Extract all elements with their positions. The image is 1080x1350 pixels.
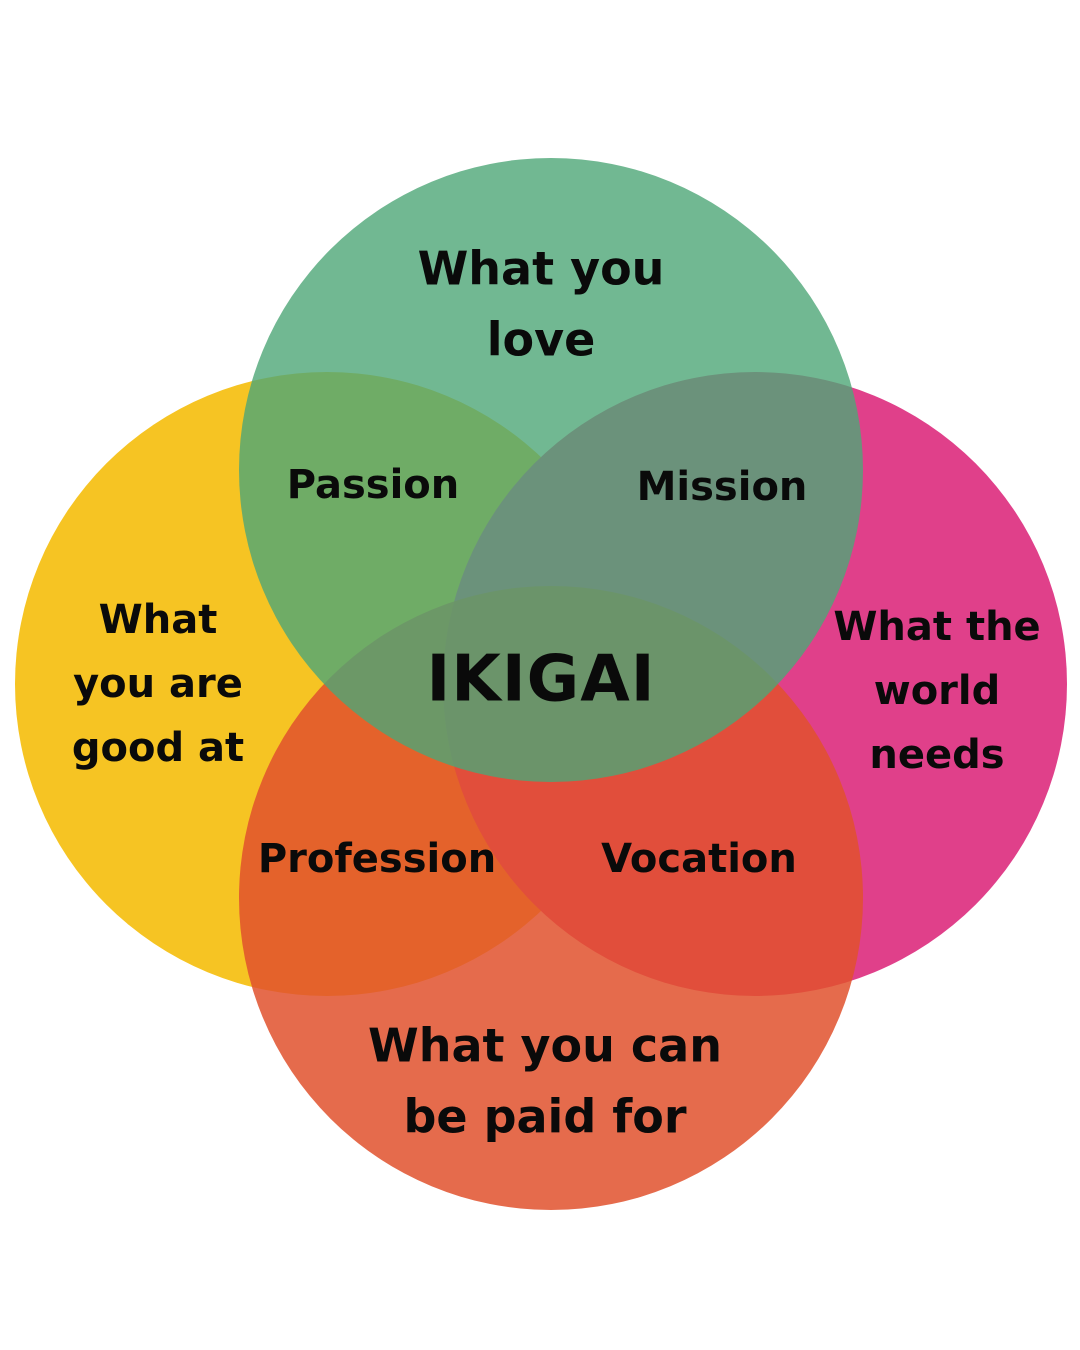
circle-love bbox=[239, 158, 863, 782]
label-mission: Mission bbox=[636, 464, 808, 510]
label-vocation: Vocation bbox=[601, 836, 797, 882]
label-ikigai-center: IKIGAI bbox=[426, 642, 656, 717]
label-profession: Profession bbox=[257, 836, 497, 882]
label-passion: Passion bbox=[286, 462, 460, 508]
label-what-you-are-good-at: What you are good at bbox=[71, 597, 245, 771]
label-what-you-can-be-paid-for: What you can be paid for bbox=[368, 1018, 722, 1144]
label-what-you-love: What you love bbox=[417, 241, 665, 367]
label-what-the-world-needs: What the world needs bbox=[833, 604, 1041, 778]
